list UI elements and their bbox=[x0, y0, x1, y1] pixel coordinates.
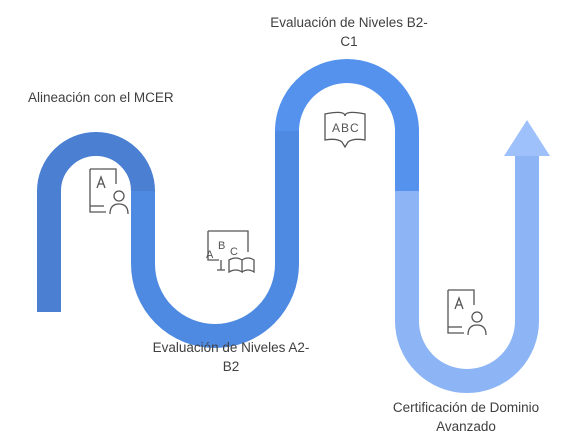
stage-label-line: Evaluación de Niveles A2- bbox=[152, 340, 310, 355]
stage-label-b2c1: Evaluación de Niveles B2- C1 bbox=[244, 13, 454, 51]
path-segment-4 bbox=[395, 154, 539, 393]
path-segment-3 bbox=[275, 59, 419, 191]
abc-speech-icon bbox=[324, 111, 366, 149]
stage-label-mcer: Alineación con el MCER bbox=[28, 88, 174, 107]
stage-label-a2b2: Evaluación de Niveles A2- B2 bbox=[126, 338, 336, 376]
stage-label-line: Evaluación de Niveles B2- bbox=[270, 15, 428, 30]
arrow-head bbox=[504, 120, 550, 156]
letter-person-icon bbox=[447, 289, 487, 336]
stage-label-line: Alineación con el MCER bbox=[28, 90, 174, 105]
icon-abc-glyph: ABC bbox=[332, 121, 360, 135]
winding-path bbox=[37, 59, 539, 393]
stage-label-line: C1 bbox=[340, 34, 358, 49]
stage-label-line: Avanzado bbox=[436, 419, 496, 434]
icon-abc-glyph: C bbox=[230, 246, 238, 258]
icon-abc-glyph: B bbox=[218, 240, 225, 252]
icon-abc-glyph: A bbox=[206, 249, 214, 261]
stage-label-line: B2 bbox=[222, 359, 240, 374]
letter-person-icon bbox=[89, 168, 129, 215]
abc-book-icon bbox=[207, 230, 255, 274]
path-segment-2 bbox=[131, 131, 299, 348]
stage-label-cert: Certificación de Dominio Avanzado bbox=[366, 398, 566, 436]
path-segment-1 bbox=[37, 132, 155, 312]
stage-label-line: Certificación de Dominio bbox=[392, 400, 540, 415]
